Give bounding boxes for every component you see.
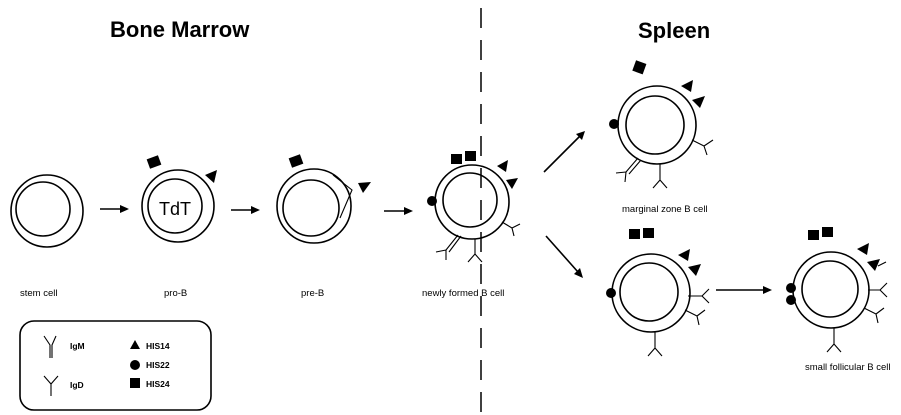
tdt-label: TdT — [159, 199, 191, 219]
his14-marker — [358, 182, 371, 193]
pre-b-label: pre-B — [301, 288, 324, 299]
his14-marker — [205, 170, 217, 183]
his22-icon — [130, 360, 140, 370]
arrow-newly-to-marginal — [543, 131, 585, 173]
newly-formed-label: newly formed B cell — [422, 288, 504, 299]
his14-icon — [130, 340, 140, 349]
igm-receptor — [435, 234, 462, 260]
arrow-preb-to-newly — [384, 207, 413, 215]
igd-icon — [43, 375, 59, 396]
marginal-zone-label: marginal zone B cell — [622, 204, 708, 215]
legend-igm: IgM — [70, 341, 85, 351]
igm-receptor — [615, 157, 642, 183]
pro-b-label: pro-B — [164, 288, 187, 299]
stem-cell-label: stem cell — [20, 288, 57, 299]
his22-marker — [606, 288, 616, 298]
legend-his24: HIS24 — [146, 379, 170, 389]
his24-marker — [288, 154, 304, 168]
arrow-newly-to-follicular-precursor — [545, 235, 583, 278]
his14-marker — [506, 178, 518, 189]
pre-b-cell — [276, 154, 371, 244]
his14-marker — [692, 96, 705, 108]
his22-marker — [427, 196, 437, 206]
pre-bcr-receptor — [332, 174, 353, 219]
his24-marker — [146, 155, 162, 169]
legend-igd: IgD — [70, 380, 84, 390]
his24-marker — [822, 227, 833, 237]
his14-marker — [681, 80, 693, 92]
his24-marker — [465, 151, 476, 161]
his22-marker — [786, 283, 796, 293]
arrow-to-small-follicular — [716, 286, 772, 294]
his22-marker — [786, 295, 796, 305]
his24-marker — [808, 230, 819, 240]
igd-receptor — [691, 139, 714, 156]
igd-receptor — [688, 288, 710, 304]
small-follicular-label: small follicular B cell — [805, 362, 891, 373]
marginal-zone-b-cell — [609, 60, 714, 189]
igd-receptor — [467, 239, 483, 263]
stem-cell — [10, 174, 84, 248]
follicular-precursor-b-cell — [606, 228, 710, 357]
igd-receptor — [684, 309, 706, 326]
igd-receptor — [826, 328, 842, 353]
spleen-heading: Spleen — [638, 18, 710, 43]
his14-marker — [497, 160, 508, 172]
igd-receptor — [647, 332, 663, 357]
his24-marker — [643, 228, 654, 238]
igd-receptor — [863, 307, 885, 324]
his14-marker — [688, 264, 701, 276]
igd-receptor — [652, 164, 668, 189]
legend: IgM IgD HIS14 HIS22 HIS24 — [19, 320, 212, 411]
legend-his14: HIS14 — [146, 341, 170, 351]
his22-marker — [609, 119, 619, 129]
his24-icon — [130, 378, 140, 388]
his14-marker — [678, 249, 690, 261]
newly-formed-b-cell — [427, 151, 521, 263]
his24-marker — [451, 154, 462, 164]
arrow-prob-to-preb — [231, 206, 260, 214]
igd-receptor — [877, 261, 887, 267]
pro-b-cell — [141, 155, 217, 243]
his14-marker — [857, 243, 869, 255]
legend-box — [19, 320, 212, 411]
his24-marker — [632, 60, 647, 75]
his14-marker — [867, 259, 880, 271]
igd-receptor — [501, 221, 521, 237]
his24-marker — [629, 229, 640, 239]
igm-icon — [43, 335, 57, 358]
small-follicular-b-cell — [786, 227, 888, 353]
arrow-stem-to-prob — [100, 205, 129, 213]
bone-marrow-heading: Bone Marrow — [110, 17, 250, 42]
igd-receptor — [868, 282, 888, 298]
legend-his22: HIS22 — [146, 360, 170, 370]
